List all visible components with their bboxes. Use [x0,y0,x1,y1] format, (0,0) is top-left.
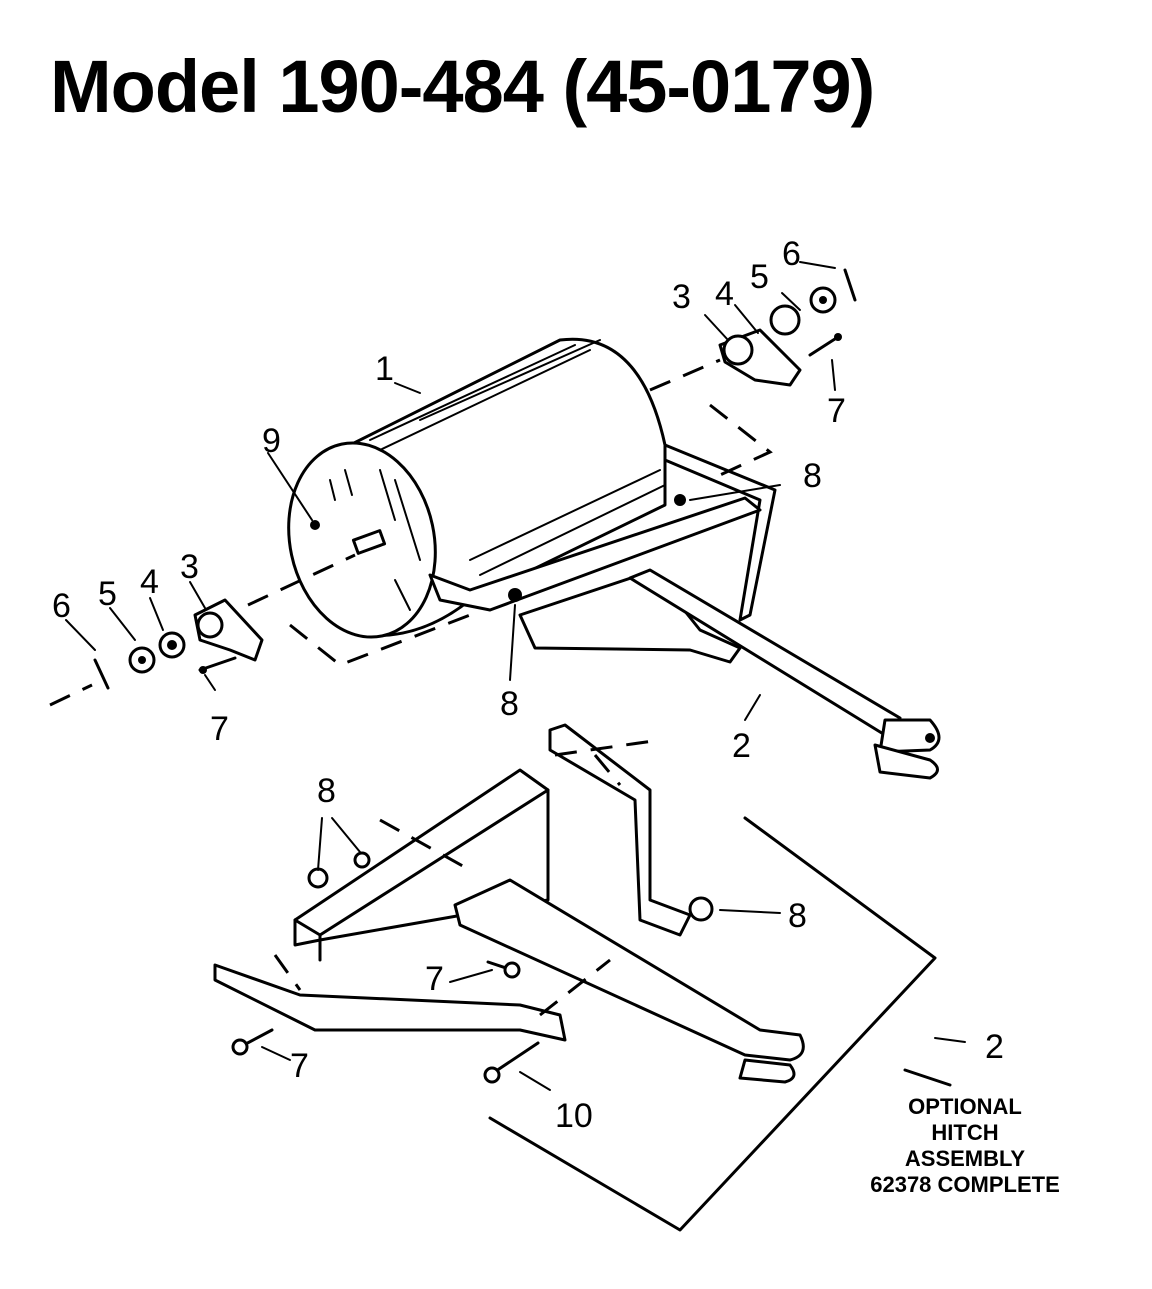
callout-5-right: 5 [750,258,769,296]
optional-hitch-note: OPTIONAL HITCH ASSEMBLY 62378 COMPLETE [870,1094,1060,1197]
roller-frame [428,443,941,780]
callout-7-left: 7 [210,710,229,748]
callout-2-main: 2 [732,727,751,765]
callout-7-hitch-low: 7 [290,1047,309,1085]
callout-7-right: 7 [827,392,846,430]
callout-8-hitch-right: 8 [788,897,807,935]
callout-3-right: 3 [672,278,691,316]
note-line-1: OPTIONAL [908,1094,1022,1119]
callout-7-hitch-mid: 7 [425,960,444,998]
callout-4-right: 4 [715,275,734,313]
optional-hitch-parts [213,723,805,1084]
callout-9: 9 [262,422,281,460]
note-line-2: HITCH [931,1120,998,1145]
callout-5-left: 5 [98,575,117,613]
callout-1: 1 [375,350,394,388]
left-bearing-assembly [93,598,264,690]
callout-leader-lines [65,261,966,1091]
right-bearing-assembly [718,268,857,387]
callout-6-left: 6 [52,587,71,625]
callout-2-optional: 2 [985,1028,1004,1066]
callout-labels: 1 9 6 5 4 3 7 8 8 6 5 4 3 7 2 8 8 7 7 10… [52,235,1004,1135]
diagram-title: Model 190-484 (45-0179) [50,45,875,128]
note-line-4: 62378 COMPLETE [870,1172,1060,1197]
callout-8-top-right: 8 [803,457,822,495]
assembly-dash-lines [49,358,773,1017]
callout-4-left: 4 [140,563,159,601]
note-line-3: ASSEMBLY [905,1146,1026,1171]
callout-8-hitch-top: 8 [317,772,336,810]
callout-3-left: 3 [180,548,199,586]
roller-drum [287,337,686,639]
callout-8-under-drum: 8 [500,685,519,723]
callout-6-right: 6 [782,235,801,273]
callout-10: 10 [555,1097,593,1135]
optional-hitch-boundary [488,816,937,1232]
